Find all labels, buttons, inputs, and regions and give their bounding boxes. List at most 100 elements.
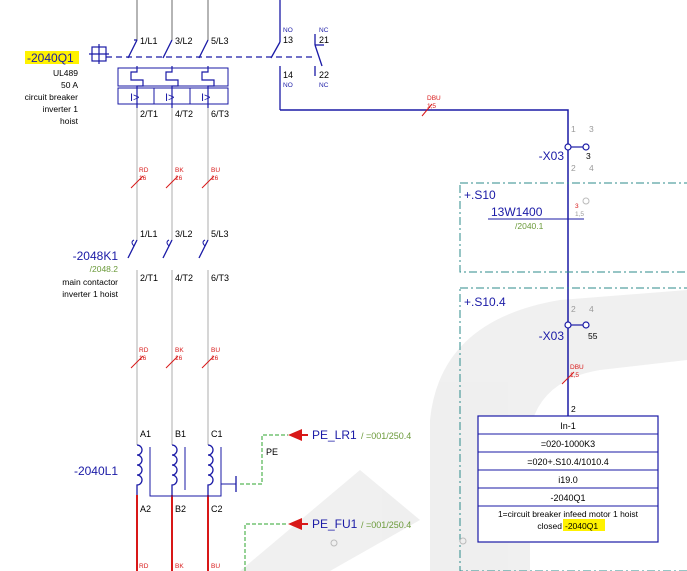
contactor-k1: -2048K1 /2048.2 main contactor inverter … xyxy=(62,229,229,299)
plc-input-block: 2 In-1 =020-1000K3 =020+.S10.4/1010.4 i1… xyxy=(477,404,659,543)
plc-row-4: i19.0 xyxy=(558,475,578,485)
l1-term-bot-2: B2 xyxy=(175,504,186,514)
k1-term-bot-1: 2/T1 xyxy=(140,273,158,283)
x03-lower-t3: 55 xyxy=(588,331,598,341)
l1-term-top-2: B1 xyxy=(175,429,186,439)
location-s10-4: +.S10.4 xyxy=(330,287,687,571)
wire-color-bk-2: BK xyxy=(175,347,184,354)
wire-color-bk-3: BK xyxy=(175,563,184,570)
k1-term-top-3: 5/L3 xyxy=(211,229,229,239)
terminal-x03-lower-tag: -X03 xyxy=(539,329,565,343)
pe-fu1-reference: PE_FU1 / =001/250.4 xyxy=(244,517,411,571)
k1-term-top-2: 3/L2 xyxy=(175,229,193,239)
wire-color-bu-1: BU xyxy=(211,167,220,174)
breaker-q1-desc-5: hoist xyxy=(60,116,79,126)
terminal-x03-upper: -X03 1 3 2 4 3 xyxy=(539,124,594,322)
l1-term-top-3: C1 xyxy=(211,429,223,439)
x03-lower-t1: 2 xyxy=(571,304,576,314)
plc-note-tag: -2040Q1 xyxy=(565,521,598,531)
plc-note-2: closed xyxy=(537,521,562,531)
plc-row-2: =020-1000K3 xyxy=(541,439,595,449)
dbu-size-2: 1,5 xyxy=(570,372,579,379)
wire-color-rd-2: RD xyxy=(139,347,149,354)
wire-size-bk-1: 16 xyxy=(175,175,183,182)
l1-term-bot-1: A2 xyxy=(140,504,151,514)
contactor-k1-desc-1: main contactor xyxy=(62,277,118,287)
wire-size-bk-2: 16 xyxy=(175,355,183,362)
plc-row-5: -2040Q1 xyxy=(550,493,585,503)
pe-lr1-label: PE_LR1 xyxy=(312,428,357,442)
location-s10-tag: +.S10 xyxy=(464,188,496,202)
contactor-k1-ref: /2048.2 xyxy=(90,264,119,274)
aux-nc-label-top: NC xyxy=(319,27,329,34)
x03-upper-t5: 3 xyxy=(586,151,591,161)
wire-size-rd-2: 16 xyxy=(139,355,147,362)
dbu-size-1: 1,5 xyxy=(427,103,436,110)
x03-upper-t1: 1 xyxy=(571,124,576,134)
q1-term-bot-3: 6/T3 xyxy=(211,109,229,119)
aux-no-label-bot: NO xyxy=(283,82,293,89)
plc-note: 1=circuit breaker infeed motor 1 hoist xyxy=(498,509,639,519)
wire-color-bu-3: BU xyxy=(211,563,220,570)
aux-no-bot: 14 xyxy=(283,70,293,80)
contactor-k1-desc-2: inverter 1 hoist xyxy=(62,289,118,299)
location-s10: +.S10 13W1400 /2040.1 3 1,5 xyxy=(459,182,687,273)
location-s10-4-tag: +.S10.4 xyxy=(464,295,506,309)
dbu-label-2: DBU xyxy=(570,364,584,371)
wire-color-bu-2: BU xyxy=(211,347,220,354)
wire-color-bk-1: BK xyxy=(175,167,184,174)
cable-tag: 13W1400 xyxy=(491,205,543,219)
trip-label-3: I> xyxy=(201,92,210,104)
dbu-label-1: DBU xyxy=(427,95,441,102)
terminal-x03-upper-tag: -X03 xyxy=(539,149,565,163)
cable-core: 3 xyxy=(575,203,579,210)
x03-upper-t4: 4 xyxy=(589,163,594,173)
x03-upper-t2: 2 xyxy=(571,163,576,173)
trip-label-1: I> xyxy=(130,92,139,104)
wire-size-bu-2: 16 xyxy=(211,355,219,362)
wire-labels-bottom: RD BK BU xyxy=(139,563,220,570)
reactor-l1: -2040L1 A1 B1 C1 A2 B2 C2 PE xyxy=(74,429,288,514)
l1-term-bot-3: C2 xyxy=(211,504,223,514)
breaker-q1-desc-2: 50 A xyxy=(61,80,78,90)
cable-core-size: 1,5 xyxy=(575,211,584,218)
wire-size-bu-1: 16 xyxy=(211,175,219,182)
terminal-x03-lower: -X03 2 4 55 DBU 1,5 xyxy=(539,304,598,416)
wire-markers-row-1: RD 16 BK 16 BU 16 xyxy=(130,167,220,189)
q1-term-top-2: 3/L2 xyxy=(175,36,193,46)
k1-term-top-1: 1/L1 xyxy=(140,229,158,239)
q1-term-bot-1: 2/T1 xyxy=(140,109,158,119)
k1-term-bot-3: 6/T3 xyxy=(211,273,229,283)
pe-fu1-label: PE_FU1 xyxy=(312,517,358,531)
plc-pin: 2 xyxy=(571,404,576,414)
breaker-q1: -2040Q1 UL489 50 A circuit breaker inver… xyxy=(25,0,329,126)
wire-color-rd-3: RD xyxy=(139,563,149,570)
q1-term-top-3: 5/L3 xyxy=(211,36,229,46)
contactor-k1-tag: -2048K1 xyxy=(73,249,119,263)
main-phase-lines xyxy=(136,0,209,571)
signal-wire: DBU 1,5 xyxy=(280,95,569,145)
wire-size-rd-1: 16 xyxy=(139,175,147,182)
aux-nc-top: 21 xyxy=(319,35,329,45)
pe-lr1-ref: / =001/250.4 xyxy=(361,431,411,441)
aux-nc-label-bot: NC xyxy=(319,82,329,89)
x03-lower-t2: 4 xyxy=(589,304,594,314)
pe-label: PE xyxy=(266,447,278,457)
q1-term-bot-2: 4/T2 xyxy=(175,109,193,119)
pe-lr1-reference: PE_LR1 / =001/250.4 xyxy=(288,428,411,442)
l1-term-top-1: A1 xyxy=(140,429,151,439)
q1-term-top-1: 1/L1 xyxy=(140,36,158,46)
trip-label-2: I> xyxy=(165,92,174,104)
x03-upper-t3: 3 xyxy=(589,124,594,134)
breaker-q1-desc-3: circuit breaker xyxy=(25,92,79,102)
breaker-q1-desc-4: inverter 1 xyxy=(43,104,79,114)
plc-row-3: =020+.S10.4/1010.4 xyxy=(527,457,609,467)
cable-ref: /2040.1 xyxy=(515,221,544,231)
reactor-l1-tag: -2040L1 xyxy=(74,464,118,478)
wire-color-rd-1: RD xyxy=(139,167,149,174)
aux-no-top: 13 xyxy=(283,35,293,45)
pe-fu1-ref: / =001/250.4 xyxy=(361,520,411,530)
k1-term-bot-2: 4/T2 xyxy=(175,273,193,283)
aux-nc-bot: 22 xyxy=(319,70,329,80)
